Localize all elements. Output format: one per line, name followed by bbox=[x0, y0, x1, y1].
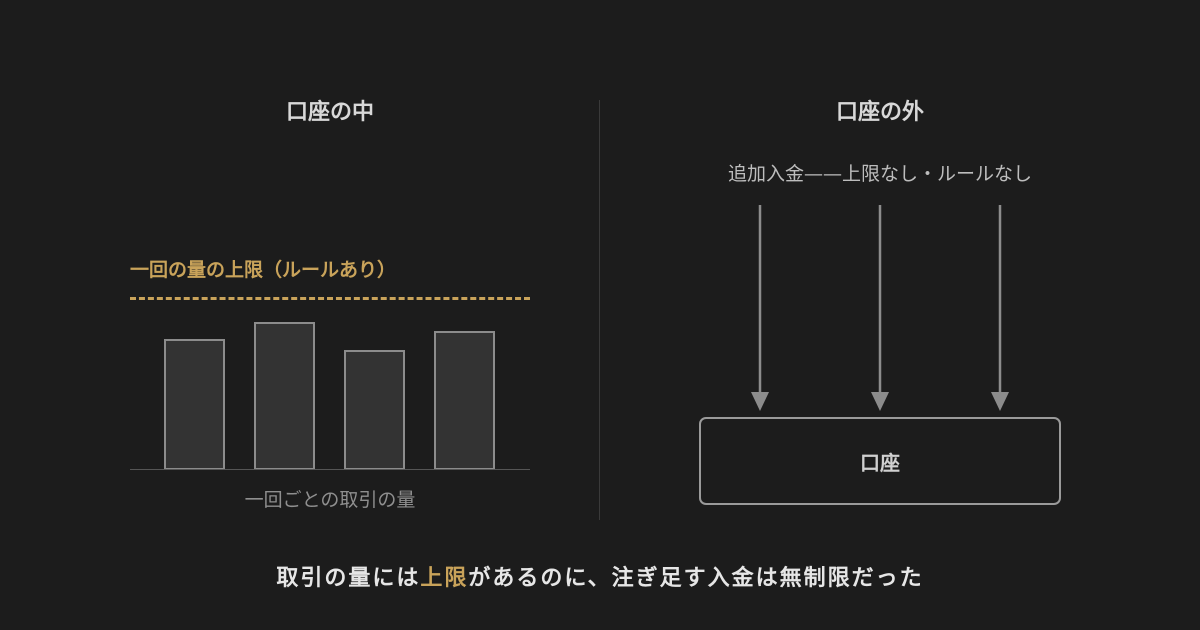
deposit-arrow-icon bbox=[751, 205, 769, 411]
left-panel-title: 口座の中 bbox=[285, 99, 374, 125]
trade-bar bbox=[434, 331, 495, 470]
trade-bar bbox=[344, 350, 405, 470]
caption: 取引の量には上限があるのに、注ぎ足す入金は無制限だった bbox=[0, 560, 1200, 592]
right-panel-title: 口座の外 bbox=[835, 99, 924, 125]
deposit-arrows bbox=[751, 205, 1009, 411]
limit-dashed-line bbox=[130, 297, 530, 300]
account-box: 口座 bbox=[699, 417, 1061, 505]
limit-label: 一回の量の上限（ルールあり） bbox=[130, 259, 397, 281]
deposit-arrow-icon bbox=[991, 205, 1009, 411]
deposit-arrow-icon bbox=[871, 205, 889, 411]
panel-divider bbox=[599, 100, 600, 520]
deposit-label: 追加入金——上限なし・ルールなし bbox=[727, 163, 1032, 185]
x-axis-label: 一回ごとの取引の量 bbox=[244, 489, 416, 511]
caption-before: 取引の量には bbox=[276, 565, 421, 591]
caption-highlight: 上限 bbox=[420, 565, 469, 591]
caption-after: があるのに、注ぎ足す入金は無制限だった bbox=[468, 565, 924, 591]
baseline bbox=[130, 469, 530, 470]
trade-bar bbox=[254, 322, 315, 470]
trade-bar bbox=[164, 339, 225, 470]
account-label: 口座 bbox=[860, 450, 900, 475]
